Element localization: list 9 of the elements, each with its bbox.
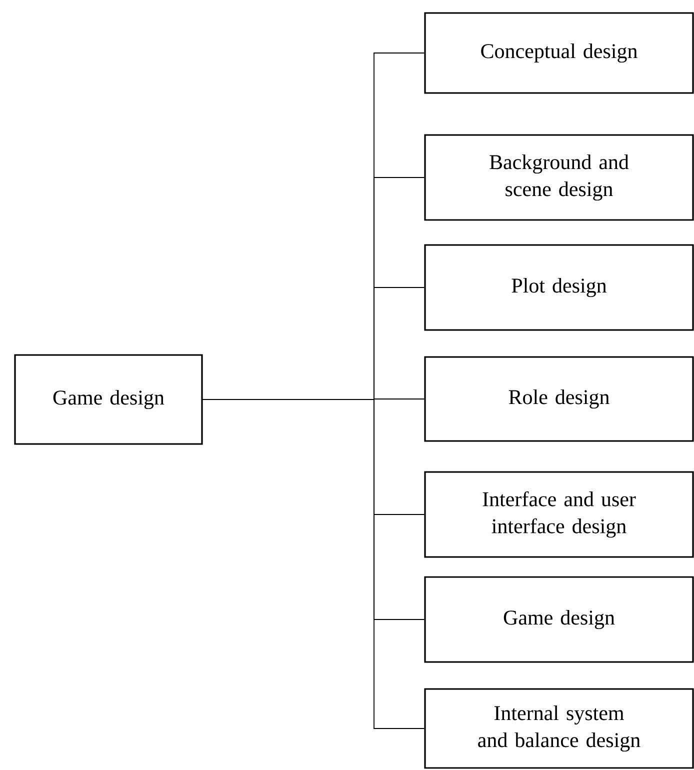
category-box: Background and scene design	[424, 134, 694, 221]
connector-line	[202, 399, 425, 729]
category-box: Role design	[424, 356, 694, 442]
category-box: Game design	[424, 576, 694, 663]
category-box: Conceptual design	[424, 12, 694, 94]
category-box: Internal system and balance design	[424, 688, 694, 769]
category-box: Interface and user interface design	[424, 471, 694, 558]
topic-box: Game design	[14, 354, 203, 445]
category-box: Plot design	[424, 244, 694, 331]
